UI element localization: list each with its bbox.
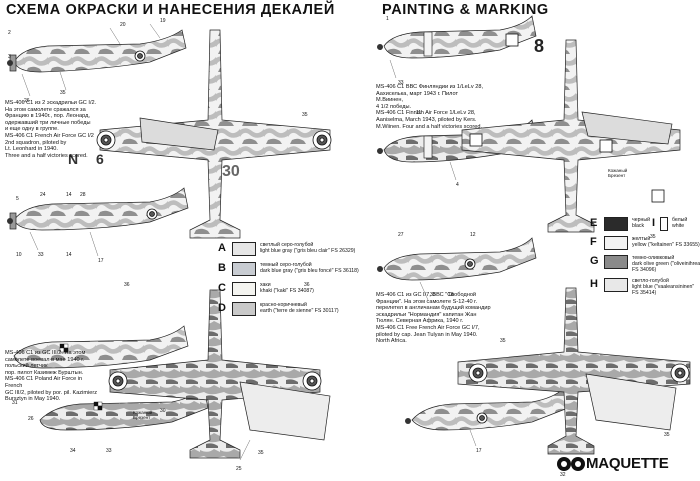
svg-text:14: 14 <box>66 192 72 198</box>
svg-text:25: 25 <box>236 466 242 472</box>
svg-text:19: 19 <box>160 18 166 24</box>
svg-text:4: 4 <box>456 182 459 188</box>
caption-africa-aircraft: MS-406 C1 из GC I/7, ВВС "Свободной Фран… <box>376 292 491 345</box>
page-title-english: PAINTING & MARKING <box>382 2 549 18</box>
legend-swatch <box>660 217 668 231</box>
svg-text:18: 18 <box>448 292 454 298</box>
svg-text:12: 12 <box>470 232 476 238</box>
svg-text:3: 3 <box>8 54 11 60</box>
legend-letter: C <box>218 282 226 294</box>
legend-letter: B <box>218 262 226 274</box>
svg-text:24: 24 <box>40 192 46 198</box>
aircraft-top-africa <box>457 287 691 455</box>
legend-text: светло-голубой light blue ("vaaleansinin… <box>632 278 695 297</box>
legend-swatch <box>604 278 628 292</box>
wing-detail-left-2 <box>139 117 219 151</box>
legend-swatch <box>232 282 256 296</box>
legend-letter: E <box>590 217 598 229</box>
svg-text:10: 10 <box>16 252 22 258</box>
legend-item-d: D красно-коричневый earth ("terre de sie… <box>218 302 360 316</box>
svg-text:35: 35 <box>258 450 264 456</box>
code-text-30: 30 <box>222 163 240 180</box>
aircraft-side-french <box>13 29 187 73</box>
legend-letter: F <box>590 236 597 248</box>
note-right: Кожаный Брезент <box>608 168 628 179</box>
legend-item-e: E черный black <box>590 217 662 231</box>
legend-item-i: I белый white <box>652 217 698 231</box>
legend-text: темный серо-голубой dark blue gray ("gri… <box>260 262 359 275</box>
aircraft-side-camo-3 <box>39 387 209 431</box>
code-text-8: 8 <box>534 36 544 56</box>
svg-text:17: 17 <box>476 448 482 454</box>
wing-detail-left <box>239 381 331 441</box>
svg-text:32: 32 <box>560 472 566 478</box>
svg-text:36: 36 <box>304 282 310 288</box>
legend-text: белый white <box>672 217 688 230</box>
legend-letter: H <box>590 278 598 290</box>
svg-text:30: 30 <box>160 408 166 414</box>
svg-text:36: 36 <box>124 282 130 288</box>
legend-letter: I <box>652 217 656 229</box>
wing-detail-right-2 <box>581 111 673 145</box>
aircraft-side-polish <box>13 187 189 231</box>
maquette-logo-icon <box>557 457 585 471</box>
aircraft-side-africa-2 <box>411 387 569 431</box>
legend-text: желтый yellow ("keltainen" FS 33655) <box>632 236 700 249</box>
svg-text:33: 33 <box>430 292 436 298</box>
legend-swatch <box>604 236 628 250</box>
caption-french-aircraft: MS-406 C1 из 2 эскадрильи GC I/2. На это… <box>5 100 97 159</box>
legend-item-c: C хаки khaki ("kaki" FS 34087) <box>218 282 360 296</box>
code-text-n: N <box>68 151 78 167</box>
legend-letter: G <box>590 255 599 267</box>
legend-swatch <box>232 302 256 316</box>
aircraft-side-camo-2 <box>13 325 189 369</box>
brand-name: MAQUETTE <box>586 455 669 472</box>
legend-text: черный black <box>632 217 650 230</box>
svg-text:2: 2 <box>8 30 11 36</box>
code-text-6: 6 <box>96 151 104 167</box>
svg-text:14: 14 <box>66 252 72 258</box>
svg-text:33: 33 <box>38 252 44 258</box>
legend-letter: A <box>218 242 226 254</box>
svg-text:35: 35 <box>500 338 506 344</box>
caption-finnish-aircraft: MS-406 C1 ВВС Финляндии из 1/LeLv 28, Аа… <box>376 84 483 130</box>
svg-text:26: 26 <box>28 416 34 422</box>
legend-item-h: H светло-голубой light blue ("vaaleansin… <box>590 278 700 297</box>
svg-text:31: 31 <box>12 400 18 406</box>
svg-text:33: 33 <box>106 448 112 454</box>
legend-swatch <box>604 217 628 231</box>
caption-polish-aircraft: MS-406 C1 из GC III/2. На этом самолете … <box>5 350 98 403</box>
legend-letter: D <box>218 302 226 314</box>
legend-item-g: G темно-оливковый dark olive green ("oli… <box>590 255 700 274</box>
legend-item-a: A светлый серо-голубой light blue gray (… <box>218 242 360 256</box>
note-left: Кожаный Брезент <box>133 410 153 421</box>
svg-text:34: 34 <box>70 448 76 454</box>
svg-text:11: 11 <box>416 110 421 116</box>
wing-detail-right <box>585 373 677 431</box>
svg-text:27: 27 <box>398 232 404 238</box>
legend-swatch <box>232 262 256 276</box>
legend-swatch <box>232 242 256 256</box>
legend-text: хаки khaki ("kaki" FS 34087) <box>260 282 314 295</box>
legend-text: красно-коричневый earth ("terre de sienn… <box>260 302 339 315</box>
page-title-russian: СХЕМА ОКРАСКИ И НАНЕСЕНИЯ ДЕКАЛЕЙ <box>6 2 335 18</box>
legend-item-f: F желтый yellow ("keltainen" FS 33655) <box>590 236 700 250</box>
svg-text:26: 26 <box>24 98 30 104</box>
aircraft-side-africa <box>383 237 537 281</box>
svg-text:35: 35 <box>664 432 670 438</box>
legend-swatch <box>604 255 628 269</box>
svg-text:5: 5 <box>16 196 19 202</box>
svg-text:1: 1 <box>386 16 389 22</box>
legend-text: светлый серо-голубой light blue gray ("g… <box>260 242 356 255</box>
svg-text:35: 35 <box>650 234 656 240</box>
legend-item-b: B темный серо-голубой dark blue gray ("g… <box>218 262 360 276</box>
svg-text:20: 20 <box>120 22 126 28</box>
svg-text:35: 35 <box>302 112 308 118</box>
svg-text:17: 17 <box>98 258 104 264</box>
legend-text: темно-оливковый dark olive green ("olive… <box>632 255 700 274</box>
svg-text:28: 28 <box>80 192 86 198</box>
svg-text:33: 33 <box>398 80 404 86</box>
svg-text:35: 35 <box>60 90 66 96</box>
